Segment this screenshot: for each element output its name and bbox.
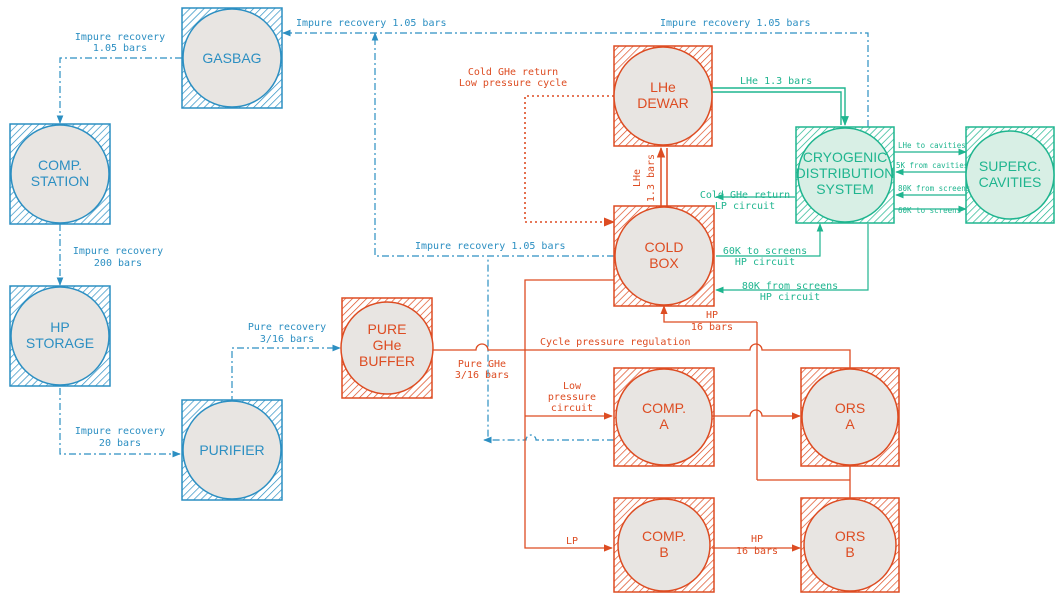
- node-lhe-dewar: LHe DEWAR: [613, 45, 713, 147]
- lhe-to-cryo-line: [712, 87, 849, 126]
- node-cold-box: COLD BOX: [613, 205, 715, 307]
- impure-mid-label: Impure recovery 1.05 bars: [415, 241, 566, 252]
- k80-label-2: HP circuit: [760, 292, 820, 303]
- pure-recovery-line: [231, 344, 341, 403]
- node-purifier: PURIFIER: [181, 399, 283, 501]
- hp-storage-label-2: STORAGE: [26, 335, 94, 351]
- comp-station-label-1: COMP.: [38, 157, 82, 173]
- impure-line-mid: [371, 32, 614, 257]
- cold-box-label-1: COLD: [645, 239, 684, 255]
- node-hp-storage: HP STORAGE: [9, 285, 111, 387]
- k60-line: [716, 223, 824, 257]
- hp-16-cold-label-1: HP: [706, 310, 718, 321]
- node-pure-buffer: PURE GHe BUFFER: [340, 297, 434, 399]
- comp-a-label-1: COMP.: [642, 400, 686, 416]
- impure-200-label-2: 200 bars: [94, 258, 142, 269]
- superc-label-1: SUPERC.: [979, 158, 1041, 174]
- green-cryo-lines: [712, 87, 967, 294]
- lhe-dewar-label-1: LHe: [650, 79, 676, 95]
- lhe-vertical-label-1: LHe: [632, 169, 643, 187]
- lhe-to-cryo-line-2: [712, 91, 842, 125]
- impure-line-gasbag-station: [56, 57, 182, 124]
- k60-label-2: HP circuit: [735, 257, 795, 268]
- node-ors-b: ORS B: [800, 497, 900, 593]
- node-ors-a: ORS A: [800, 367, 900, 467]
- cryo-label-1: CRYOGENIC: [803, 149, 888, 165]
- hp-storage-label-1: HP: [50, 319, 69, 335]
- comp-b-label-2: B: [659, 544, 668, 560]
- cryo-label-2: DISTRIBUTION: [796, 165, 895, 181]
- cycle-pressure-label: Cycle pressure regulation: [540, 337, 691, 348]
- hp-cold-box-line: [660, 305, 757, 323]
- low-pressure-label-1: Low: [563, 381, 582, 392]
- cold-ghe-return-label-2: LP circuit: [715, 201, 775, 212]
- pure-ghe-label-2: 3/16 bars: [455, 370, 509, 381]
- impure-top-right-label: Impure recovery 1.05 bars: [660, 18, 811, 29]
- node-comp-station: COMP. STATION: [9, 123, 111, 225]
- lhe-13-label: LHe 1.3 bars: [740, 76, 812, 87]
- pure-buffer-label-2: GHe: [373, 337, 402, 353]
- node-superconducting-cavities: SUPERC. CAVITIES: [965, 126, 1055, 224]
- node-comp-b: COMP. B: [613, 497, 715, 593]
- lhe-cavities-label: LHe to cavities: [898, 141, 966, 150]
- blue-labels: Impure recovery 1.05 bars Impure recover…: [73, 18, 811, 449]
- pure-recovery-label-2: 3/16 bars: [260, 334, 314, 345]
- hp-16-ors-label-2: 16 bars: [736, 546, 778, 557]
- impure-top-left-label: Impure recovery 1.05 bars: [296, 18, 447, 29]
- cryo-label-3: SYSTEM: [816, 181, 874, 197]
- ors-a-label-1: ORS: [835, 400, 865, 416]
- lp-return-line: [524, 279, 614, 552]
- superc-label-2: CAVITIES: [979, 174, 1042, 190]
- k60-small-label: 60K to screens: [898, 206, 961, 215]
- comp-a-label-2: A: [659, 416, 669, 432]
- lp-label: LP: [566, 536, 578, 547]
- blue-recovery-lines: [56, 29, 869, 458]
- hp-16-cold-label-2: 16 bars: [691, 322, 733, 333]
- impure-20-label-1: Impure recovery: [75, 426, 165, 437]
- impure-200-label-1: Impure recovery: [73, 246, 163, 257]
- pure-recovery-label-1: Pure recovery: [248, 322, 326, 333]
- comp-station-label-2: STATION: [31, 173, 90, 189]
- red-labels: Cold GHe return Low pressure cycle LHe 1…: [455, 67, 778, 557]
- cold-box-label-2: BOX: [649, 255, 679, 271]
- purifier-label-1: PURIFIER: [199, 442, 264, 458]
- impure-gasbag-label-1: Impure recovery: [75, 32, 165, 43]
- impure-20-label-2: 20 bars: [99, 438, 141, 449]
- green-labels: LHe 1.3 bars Cold GHe return LP circuit …: [700, 76, 838, 303]
- hp-16-ors-label-1: HP: [751, 534, 763, 545]
- lhe-vertical-label-2: 1.3 bars: [646, 154, 657, 202]
- impure-line-comp-a: [487, 256, 614, 441]
- node-cryogenic-distribution: CRYOGENIC DISTRIBUTION SYSTEM: [795, 126, 895, 224]
- k80-line: [715, 224, 869, 294]
- cold-ghe-lp-label-1: Cold GHe return: [468, 67, 558, 78]
- gasbag-label-1: GASBAG: [202, 50, 261, 66]
- node-gasbag: GASBAG: [181, 7, 283, 109]
- k5-label: 5K from cavities: [896, 161, 968, 170]
- ors-b-label-2: B: [845, 544, 854, 560]
- low-pressure-label-2: pressure: [548, 392, 596, 403]
- k60-label-1: 60K to screens: [723, 246, 807, 257]
- cold-ghe-return-label-1: Cold GHe return: [700, 190, 790, 201]
- red-cycle-lines: [431, 95, 851, 552]
- cold-ghe-lp-line: [524, 95, 616, 227]
- pure-buffer-label-3: BUFFER: [359, 353, 415, 369]
- k80-small-label: 80K from screens: [898, 184, 970, 193]
- cold-ghe-lp-label-2: Low pressure cycle: [459, 78, 567, 89]
- node-comp-a: COMP. A: [613, 367, 715, 467]
- ors-a-label-2: A: [845, 416, 855, 432]
- impure-line-top: [282, 29, 869, 127]
- comp-a-ors-a-line: [712, 409, 801, 420]
- ors-b-label-1: ORS: [835, 528, 865, 544]
- green-small-labels: LHe to cavities 5K from cavities 80K fro…: [896, 141, 970, 215]
- pure-ghe-label-1: Pure GHe: [458, 359, 506, 370]
- impure-gasbag-label-2: 1.05 bars: [93, 43, 147, 54]
- k80-label-1: 80K from screens: [742, 281, 838, 292]
- comp-b-label-1: COMP.: [642, 528, 686, 544]
- cycle-pressure-line: [431, 343, 851, 368]
- lhe-dewar-label-2: DEWAR: [637, 95, 689, 111]
- pure-buffer-label-1: PURE: [368, 321, 407, 337]
- low-pressure-label-3: circuit: [551, 403, 593, 414]
- impure-line-20: [59, 388, 181, 458]
